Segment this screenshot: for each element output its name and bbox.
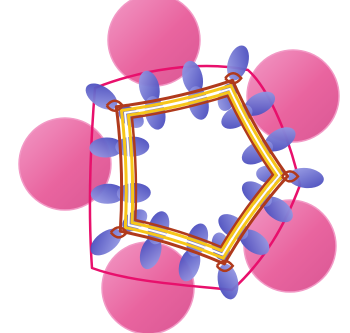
pink-sphere-5 (18, 117, 112, 211)
orbital-lobe-21 (227, 45, 249, 81)
pink-spheres (18, 0, 340, 333)
pink-sphere-2 (246, 49, 340, 143)
vertex-loop-4 (109, 226, 129, 239)
orbital-lobe-19 (182, 60, 204, 95)
orbital-lobe-9 (178, 248, 201, 282)
ribbon-inner-dark (130, 94, 275, 249)
vertex-loop-3 (215, 259, 235, 273)
ribbon-outer-dark (114, 78, 290, 266)
vertex-loop-5 (105, 99, 125, 112)
orbital-lobe-13 (90, 183, 125, 204)
orbital-lobe-17 (138, 70, 160, 105)
vertex-loop-2 (281, 170, 300, 183)
orbital-lobe-15 (89, 137, 124, 158)
ribbon-loops (105, 71, 300, 273)
orbital-lobe-23 (287, 167, 324, 189)
vertex-loop-1 (224, 71, 243, 85)
ribbon-center-white (124, 87, 281, 256)
orbital-lobe-25 (217, 263, 239, 300)
ribbon-outer-yellow (120, 83, 285, 260)
ribbon-inner-yellow (126, 90, 278, 253)
orbital-boundary (88, 64, 302, 292)
orbital-lobe-11 (139, 236, 162, 270)
boundary-layer (88, 64, 302, 292)
